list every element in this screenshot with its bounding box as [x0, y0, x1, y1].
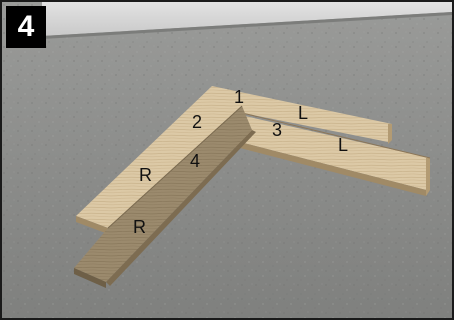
step-number-badge: 4	[6, 6, 46, 48]
plank-label-right-lower: R	[133, 218, 146, 236]
plank-label-2: 2	[192, 113, 202, 131]
plank-label-3: 3	[272, 121, 282, 139]
plank-label-right-upper: R	[139, 166, 152, 184]
flooring-illustration	[2, 2, 452, 318]
plank-label-4: 4	[190, 152, 200, 170]
plank-label-left-upper: L	[298, 104, 308, 122]
plank-label-left-lower: L	[338, 136, 348, 154]
plank-label-1: 1	[234, 88, 244, 106]
